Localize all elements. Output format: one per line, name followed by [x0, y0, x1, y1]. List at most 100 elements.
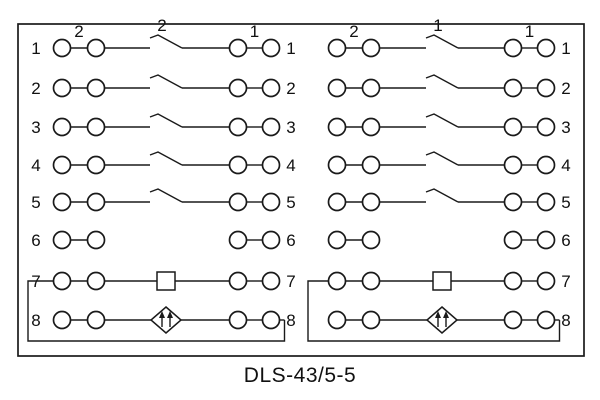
coil-square-icon [432, 271, 452, 291]
terminal-circle [361, 230, 381, 250]
terminal-circle [327, 117, 347, 137]
terminal-circle [536, 155, 556, 175]
terminal-circle [327, 78, 347, 98]
terminal-circle [261, 155, 281, 175]
terminal-group-label: 2 [157, 16, 166, 35]
switch-contact-icon [149, 34, 183, 49]
terminal-circle [536, 192, 556, 212]
terminal-circle [228, 310, 248, 330]
terminal-circle [52, 230, 72, 250]
terminal-circle [228, 78, 248, 98]
terminal-circle [536, 271, 556, 291]
terminal-circle [52, 155, 72, 175]
switch-contact-icon [425, 151, 459, 166]
terminal-circle [228, 117, 248, 137]
terminal-circle [52, 271, 72, 291]
row-number-right: 1 [561, 39, 570, 58]
terminal-circle [503, 78, 523, 98]
coil-square-icon [156, 271, 176, 291]
terminal-circle [261, 271, 281, 291]
terminal-circle [503, 155, 523, 175]
rectifier-arrow-head [167, 311, 173, 318]
switch-contact-icon [149, 113, 183, 128]
terminal-circle [52, 192, 72, 212]
row-number-right: 5 [286, 193, 295, 212]
terminal-circle [361, 78, 381, 98]
switch-contact-icon [149, 188, 183, 203]
terminal-circle [361, 310, 381, 330]
terminal-circle [327, 271, 347, 291]
terminal-circle [327, 310, 347, 330]
switch-contact-icon [149, 151, 183, 166]
terminal-circle [503, 117, 523, 137]
terminal-circle [361, 155, 381, 175]
terminal-circle [52, 310, 72, 330]
row-number-left: 2 [31, 79, 40, 98]
switch-contact-icon [425, 188, 459, 203]
terminal-circle [86, 192, 106, 212]
terminal-circle [86, 38, 106, 58]
terminal-circle [86, 310, 106, 330]
rectifier-arrow-head [159, 311, 165, 318]
series-loop-wire [307, 280, 561, 342]
terminal-group-label: 1 [250, 22, 259, 41]
terminal-circle [503, 271, 523, 291]
row-number-right: 4 [561, 156, 570, 175]
terminal-group-label: 1 [433, 16, 442, 35]
terminal-circle [536, 78, 556, 98]
row-number-right: 6 [561, 231, 570, 250]
terminal-circle [503, 310, 523, 330]
rectifier-arrow-head [435, 311, 441, 318]
terminal-circle [261, 230, 281, 250]
terminal-circle [327, 155, 347, 175]
row-number-right: 6 [286, 231, 295, 250]
switch-contact-icon [425, 113, 459, 128]
terminal-circle [86, 230, 106, 250]
row-number-left: 6 [31, 231, 40, 250]
terminal-circle [86, 117, 106, 137]
terminal-circle [536, 38, 556, 58]
row-number-right: 3 [286, 118, 295, 137]
terminal-circle [228, 192, 248, 212]
terminal-circle [327, 192, 347, 212]
row-number-left: 4 [31, 156, 40, 175]
row-number-right: 7 [286, 272, 295, 291]
terminal-circle [536, 310, 556, 330]
terminal-group-label: 1 [525, 22, 534, 41]
terminal-circle [361, 271, 381, 291]
terminal-circle [52, 78, 72, 98]
terminal-circle [261, 192, 281, 212]
terminal-circle [361, 192, 381, 212]
terminal-circle [261, 310, 281, 330]
terminal-circle [261, 78, 281, 98]
row-number-right: 7 [561, 272, 570, 291]
row-number-left: 1 [31, 39, 40, 58]
diagram-caption: DLS-43/5-5 [244, 364, 356, 387]
terminal-circle [86, 271, 106, 291]
terminal-circle [228, 271, 248, 291]
terminal-circle [228, 38, 248, 58]
terminal-group-label: 2 [349, 22, 358, 41]
rectifier-diamond-icon [425, 306, 459, 334]
row-number-right: 8 [286, 311, 295, 330]
rectifier-arrow-head [443, 311, 449, 318]
terminal-circle [228, 155, 248, 175]
terminal-circle [327, 230, 347, 250]
terminal-circle [86, 78, 106, 98]
rectifier-diamond-icon [149, 306, 183, 334]
terminal-group-label: 2 [74, 22, 83, 41]
terminal-circle [503, 192, 523, 212]
terminal-circle [261, 38, 281, 58]
diagram-border [17, 23, 585, 357]
terminal-circle [361, 117, 381, 137]
terminal-circle [503, 230, 523, 250]
terminal-circle [536, 117, 556, 137]
row-number-right: 8 [561, 311, 570, 330]
row-number-right: 2 [286, 79, 295, 98]
terminal-circle [503, 38, 523, 58]
switch-contact-icon [149, 74, 183, 89]
row-number-right: 5 [561, 193, 570, 212]
row-number-right: 3 [561, 118, 570, 137]
